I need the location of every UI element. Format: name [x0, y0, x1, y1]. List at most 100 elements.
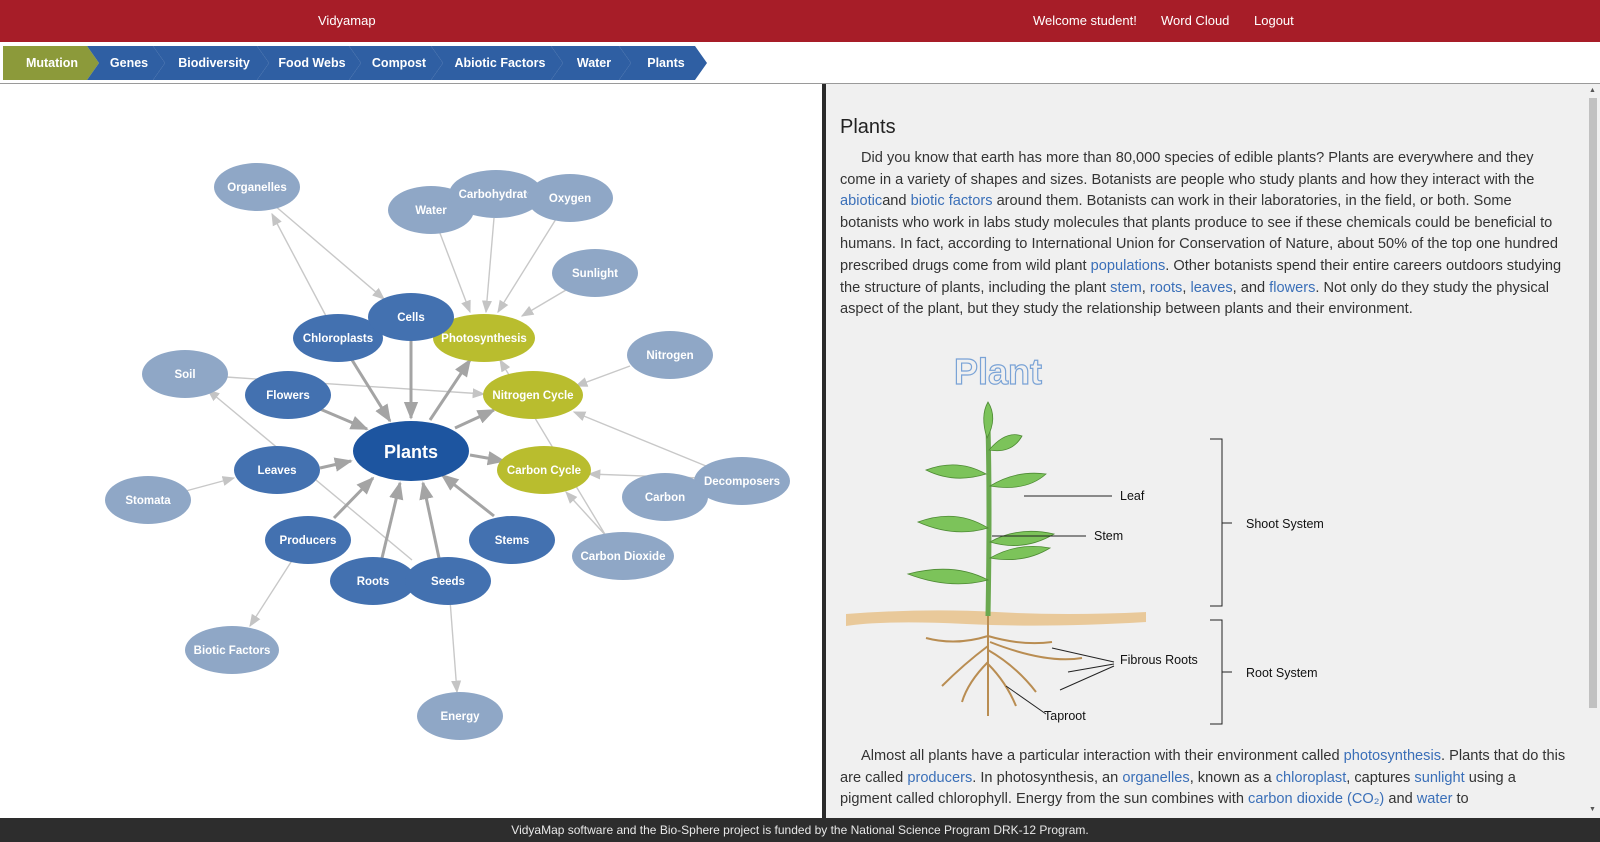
- breadcrumb-water[interactable]: Water: [551, 46, 631, 80]
- svg-text:Carbon Cycle: Carbon Cycle: [507, 465, 581, 477]
- node-leaves[interactable]: Leaves: [234, 446, 320, 494]
- node-flowers[interactable]: Flowers: [245, 371, 331, 419]
- node-carbon-dioxide[interactable]: Carbon Dioxide: [572, 532, 674, 580]
- svg-text:Plants: Plants: [384, 442, 438, 462]
- breadcrumb-mutation[interactable]: Mutation: [3, 46, 99, 80]
- breadcrumb-compost[interactable]: Compost: [349, 46, 443, 80]
- breadcrumb-label: Mutation: [25, 56, 79, 70]
- stem-illustration: [985, 425, 992, 617]
- node-decomposers[interactable]: Decomposers: [694, 457, 790, 505]
- node-biotic-factors[interactable]: Biotic Factors: [185, 626, 279, 674]
- logout-link[interactable]: Logout: [1254, 13, 1294, 28]
- brand-logo[interactable]: Vidyamap: [318, 13, 376, 28]
- node-stems[interactable]: Stems: [469, 516, 555, 564]
- svg-text:Photosynthesis: Photosynthesis: [441, 333, 527, 345]
- svg-text:Roots: Roots: [357, 576, 390, 588]
- node-cells[interactable]: Cells: [368, 293, 454, 341]
- article-title: Plants: [840, 116, 896, 138]
- svg-text:Soil: Soil: [174, 369, 195, 381]
- node-stomata[interactable]: Stomata: [105, 476, 191, 524]
- breadcrumb-biodiversity[interactable]: Biodiversity: [153, 46, 269, 80]
- callout-lines: [992, 438, 1232, 725]
- chloroplast-link[interactable]: chloroplast: [1275, 769, 1347, 786]
- sunlight-link[interactable]: sunlight: [1414, 769, 1465, 786]
- text: Almost all plants have a particular inte…: [861, 748, 1344, 764]
- svg-text:Stomata: Stomata: [125, 495, 171, 507]
- word-cloud-link[interactable]: Word Cloud: [1161, 13, 1230, 28]
- svg-text:Seeds: Seeds: [431, 576, 465, 588]
- plant-diagram: Plant: [846, 350, 1324, 725]
- text: , and: [1232, 279, 1270, 296]
- text: , captures: [1346, 769, 1415, 786]
- photosynthesis-link[interactable]: photosynthesis: [1343, 748, 1442, 764]
- node-energy[interactable]: Energy: [417, 692, 503, 740]
- flowers-link[interactable]: flowers: [1269, 279, 1316, 296]
- node-seeds[interactable]: Seeds: [405, 557, 491, 605]
- breadcrumb-food-webs[interactable]: Food Webs: [257, 46, 361, 80]
- populations-link[interactable]: populations: [1090, 257, 1166, 274]
- svg-text:Cells: Cells: [397, 312, 425, 324]
- breadcrumb-label: Food Webs: [278, 56, 346, 70]
- breadcrumb-label: Plants: [647, 56, 685, 70]
- node-plants-center[interactable]: Plants: [353, 421, 469, 481]
- text: . Plants that do this are called: [840, 748, 1566, 786]
- panel-divider[interactable]: [822, 84, 826, 818]
- node-oxygen[interactable]: Oxygen: [527, 174, 613, 222]
- carbon-dioxide-link[interactable]: carbon dioxide (CO₂): [1248, 791, 1385, 808]
- water-link[interactable]: water: [1416, 791, 1453, 808]
- breadcrumb-abiotic-factors[interactable]: Abiotic Factors: [431, 46, 563, 80]
- scroll-down-arrow-icon[interactable]: ▼: [1589, 806, 1596, 813]
- breadcrumb-label: Water: [576, 56, 612, 70]
- producers-link[interactable]: producers: [907, 769, 973, 786]
- svg-text:Carbon: Carbon: [645, 492, 685, 504]
- node-photosynthesis[interactable]: Photosynthesis: [433, 314, 535, 362]
- node-carbon[interactable]: Carbon: [622, 473, 708, 521]
- concept-map-panel: Organelles Water Carbohydrate Oxygen Sun…: [0, 84, 822, 818]
- stem-link[interactable]: stem: [1110, 279, 1142, 296]
- svg-text:Producers: Producers: [280, 535, 337, 547]
- article-paragraph-2: Almost all plants have a particular inte…: [840, 746, 1568, 811]
- text: ,: [1141, 279, 1150, 296]
- svg-text:Decomposers: Decomposers: [704, 476, 780, 488]
- node-chloroplasts[interactable]: Chloroplasts: [293, 314, 383, 362]
- svg-text:Energy: Energy: [441, 711, 481, 723]
- organelles-link[interactable]: organelles: [1122, 769, 1190, 786]
- breadcrumb-label: Abiotic Factors: [454, 56, 546, 70]
- scrollbar-thumb[interactable]: [1589, 98, 1597, 708]
- scroll-up-arrow-icon[interactable]: ▲: [1589, 87, 1596, 94]
- concept-map: Organelles Water Carbohydrate Oxygen Sun…: [105, 163, 790, 740]
- roots-link[interactable]: roots: [1149, 279, 1183, 296]
- breadcrumb-label: Compost: [371, 56, 427, 70]
- node-carbohydrate[interactable]: Carbohydrate: [449, 170, 543, 218]
- biotic-factors-link[interactable]: biotic factors: [910, 193, 993, 210]
- node-carbon-cycle[interactable]: Carbon Cycle: [497, 446, 591, 494]
- breadcrumb-label: Genes: [109, 56, 149, 70]
- node-sunlight[interactable]: Sunlight: [552, 249, 638, 297]
- node-soil[interactable]: Soil: [142, 350, 228, 398]
- svg-text:Flowers: Flowers: [266, 390, 309, 402]
- breadcrumb-label: Biodiversity: [178, 56, 250, 70]
- abiotic-link[interactable]: abiotic: [840, 193, 883, 210]
- leaves-link[interactable]: leaves: [1190, 279, 1233, 296]
- text: and: [882, 193, 911, 210]
- breadcrumb-plants[interactable]: Plants: [619, 46, 707, 80]
- svg-text:Nitrogen Cycle: Nitrogen Cycle: [492, 390, 573, 402]
- stem-label: Stem: [1094, 529, 1123, 543]
- node-nitrogen-cycle[interactable]: Nitrogen Cycle: [483, 371, 583, 419]
- text: . In photosynthesis, an: [972, 769, 1123, 786]
- svg-text:Oxygen: Oxygen: [549, 193, 591, 205]
- text: ,: [1182, 279, 1191, 296]
- breadcrumb-genes[interactable]: Genes: [87, 46, 165, 80]
- article-panel: Plants Did you know that earth has more …: [826, 84, 1585, 818]
- soil-illustration: [846, 610, 1146, 626]
- node-producers[interactable]: Producers: [265, 516, 351, 564]
- text: using a pigment called chlorophyll. Ener…: [840, 769, 1516, 808]
- welcome-link[interactable]: Welcome student!: [1033, 13, 1137, 28]
- article-scrollbar[interactable]: ▲ ▼: [1585, 84, 1600, 818]
- svg-text:Nitrogen: Nitrogen: [646, 350, 693, 362]
- node-nitrogen[interactable]: Nitrogen: [627, 331, 713, 379]
- node-organelles[interactable]: Organelles: [214, 163, 300, 211]
- svg-text:Carbohydrate: Carbohydrate: [459, 189, 534, 201]
- text: to: [1452, 791, 1469, 808]
- node-roots[interactable]: Roots: [330, 557, 416, 605]
